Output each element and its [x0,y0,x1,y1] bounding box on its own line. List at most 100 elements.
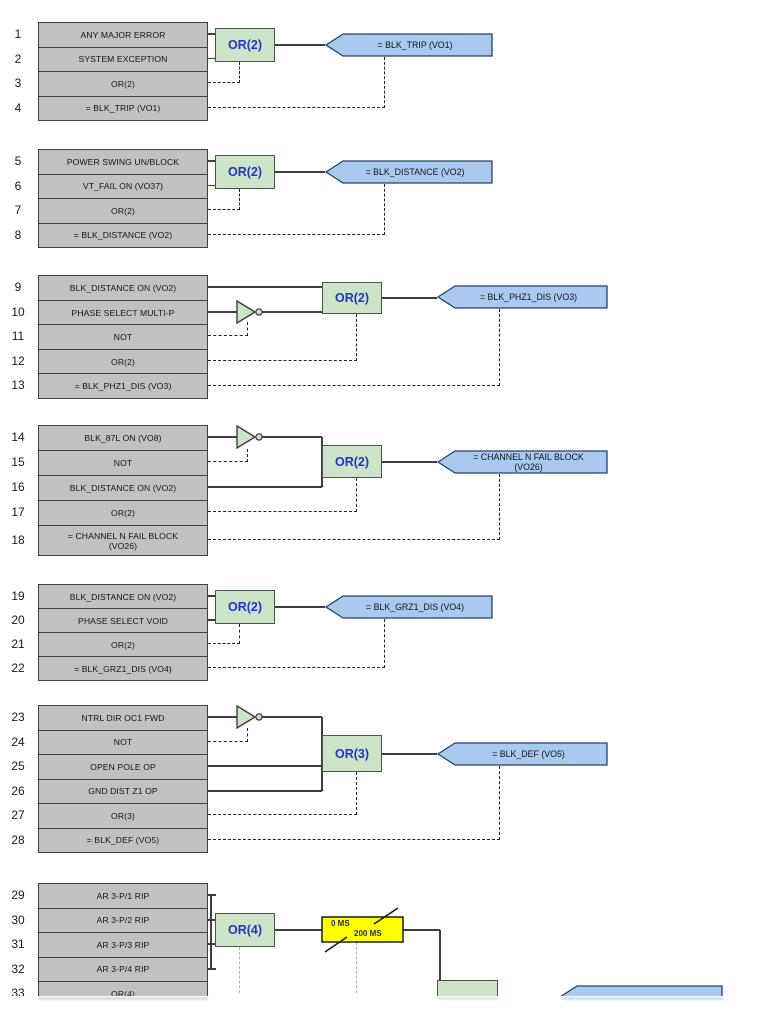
logic-row: PHASE SELECT VOID [38,608,208,634]
connector-line [208,968,216,970]
logic-row: = CHANNEL N FAIL BLOCK(VO26) [38,525,208,557]
dashed-connector-line [208,360,357,362]
flag-shape [325,33,493,57]
connector-line [439,930,441,980]
row-label: OR(4) [111,988,135,996]
logic-row: BLK_DISTANCE ON (VO2) [38,275,208,301]
connector-line [208,894,216,896]
connector-line [208,716,237,718]
or-gate: OR(2) [322,282,382,314]
row-number: 23 [11,710,25,724]
not-gate-icon [236,424,263,450]
row-number: 18 [11,533,25,547]
logic-row: AR 3-P/3 RIP [38,932,208,958]
row-number: 7 [14,203,22,217]
dashed-connector-line [239,62,241,83]
logic-row: OR(2) [38,500,208,527]
flag-label: = BLK_GRZ1_DIS (VO4) [325,595,493,619]
connector-line [208,486,322,488]
flag-label: = CHANNEL N FAIL BLOCK(VO26) [437,450,608,474]
row-number: 17 [11,505,25,519]
row-number: 11 [11,329,25,344]
row-number: 28 [11,832,25,847]
row-label: OR(3) [111,810,135,821]
dashed-connector-line [208,82,240,84]
or-gate: OR(2) [322,445,382,478]
dashed-connector-line [499,309,501,386]
output-flag: = CHANNEL N FAIL BLOCK(VO26) [437,450,608,474]
or-gate-clipped [437,980,498,996]
logic-row: ANY MAJOR ERROR [38,22,208,48]
row-label: OR(2) [111,205,135,216]
dashed-connector-line [384,57,386,108]
clipped-row-remnant [38,997,208,1000]
row-label: BLK_DISTANCE ON (VO2) [69,591,177,602]
connector-line [208,765,322,767]
dashed-connector-line-light [239,947,241,993]
row-number: 5 [14,154,22,168]
dashed-connector-line [208,461,248,463]
row-number: 12 [11,353,25,368]
row-label: PHASE SELECT VOID [78,615,168,626]
logic-row: = BLK_PHZ1_DIS (VO3) [38,373,208,400]
row-number: 13 [11,378,25,393]
logic-row: BLK_87L ON (VO8) [38,425,208,452]
row-label: BLK_87L ON (VO8) [84,433,162,444]
logic-row: POWER SWING UN/BLOCK [38,149,208,175]
clipped-flag-remnant [562,997,723,1000]
logic-row: BLK_DISTANCE ON (VO2) [38,475,208,502]
flag-shape [437,285,608,309]
row-label: AR 3-P/3 RIP [96,939,150,950]
or-gate: OR(2) [215,590,275,624]
dashed-connector-line [239,624,241,644]
row-label: PHASE SELECT MULTI-P [71,307,175,318]
dashed-connector-line [384,184,386,235]
logic-row: VT_FAIL ON (VO37) [38,173,208,200]
logic-row: SYSTEM EXCEPTION [38,46,208,73]
timer-pickup-label: 0 MS [331,919,350,928]
dashed-connector-line [208,539,500,541]
row-label: NOT [113,458,133,469]
row-number: 27 [11,808,25,822]
dashed-connector-line [499,766,501,840]
flag-shape [437,742,608,766]
output-flag: = BLK_DISTANCE (VO2) [325,160,493,184]
row-number: 29 [11,888,25,902]
logic-row: = BLK_GRZ1_DIS (VO4) [38,656,208,682]
output-flag: = BLK_TRIP (VO1) [325,33,493,57]
row-label: ANY MAJOR ERROR [80,29,166,40]
connector-line [208,57,217,60]
row-label: NOT [113,332,133,343]
logic-row: OPEN POLE OP [38,754,208,780]
connector-line [208,184,217,187]
logic-row: NOT [38,450,208,477]
connector-line [275,606,325,608]
dashed-connector-line [356,478,358,512]
row-label: AR 3-P/1 RIP [96,890,150,901]
row-number: 26 [11,783,25,798]
logic-row: AR 3-P/4 RIP [38,956,208,983]
not-gate-icon [236,704,263,730]
connector-line [275,929,322,931]
output-flag: = BLK_GRZ1_DIS (VO4) [325,595,493,619]
connector-line [208,943,216,945]
row-label: = BLK_GRZ1_DIS (VO4) [74,663,172,674]
row-number: 6 [14,178,22,193]
dashed-connector-line [208,839,500,841]
row-number: 25 [11,759,25,773]
flag-label: = BLK_DEF (VO5) [437,742,608,766]
connector-line [208,33,217,35]
connector-line [382,297,437,299]
flag-label-line2: (VO26) [514,462,543,472]
row-number: 3 [14,76,22,90]
dashed-connector-line [208,814,357,816]
row-number: 9 [14,280,22,294]
connector-line [208,286,322,288]
connector-line [208,619,217,621]
row-label: VT_FAIL ON (VO37) [82,181,164,192]
row-label: AR 3-P/2 RIP [96,915,150,926]
connector-line [208,595,217,597]
row-number: 14 [11,430,25,444]
